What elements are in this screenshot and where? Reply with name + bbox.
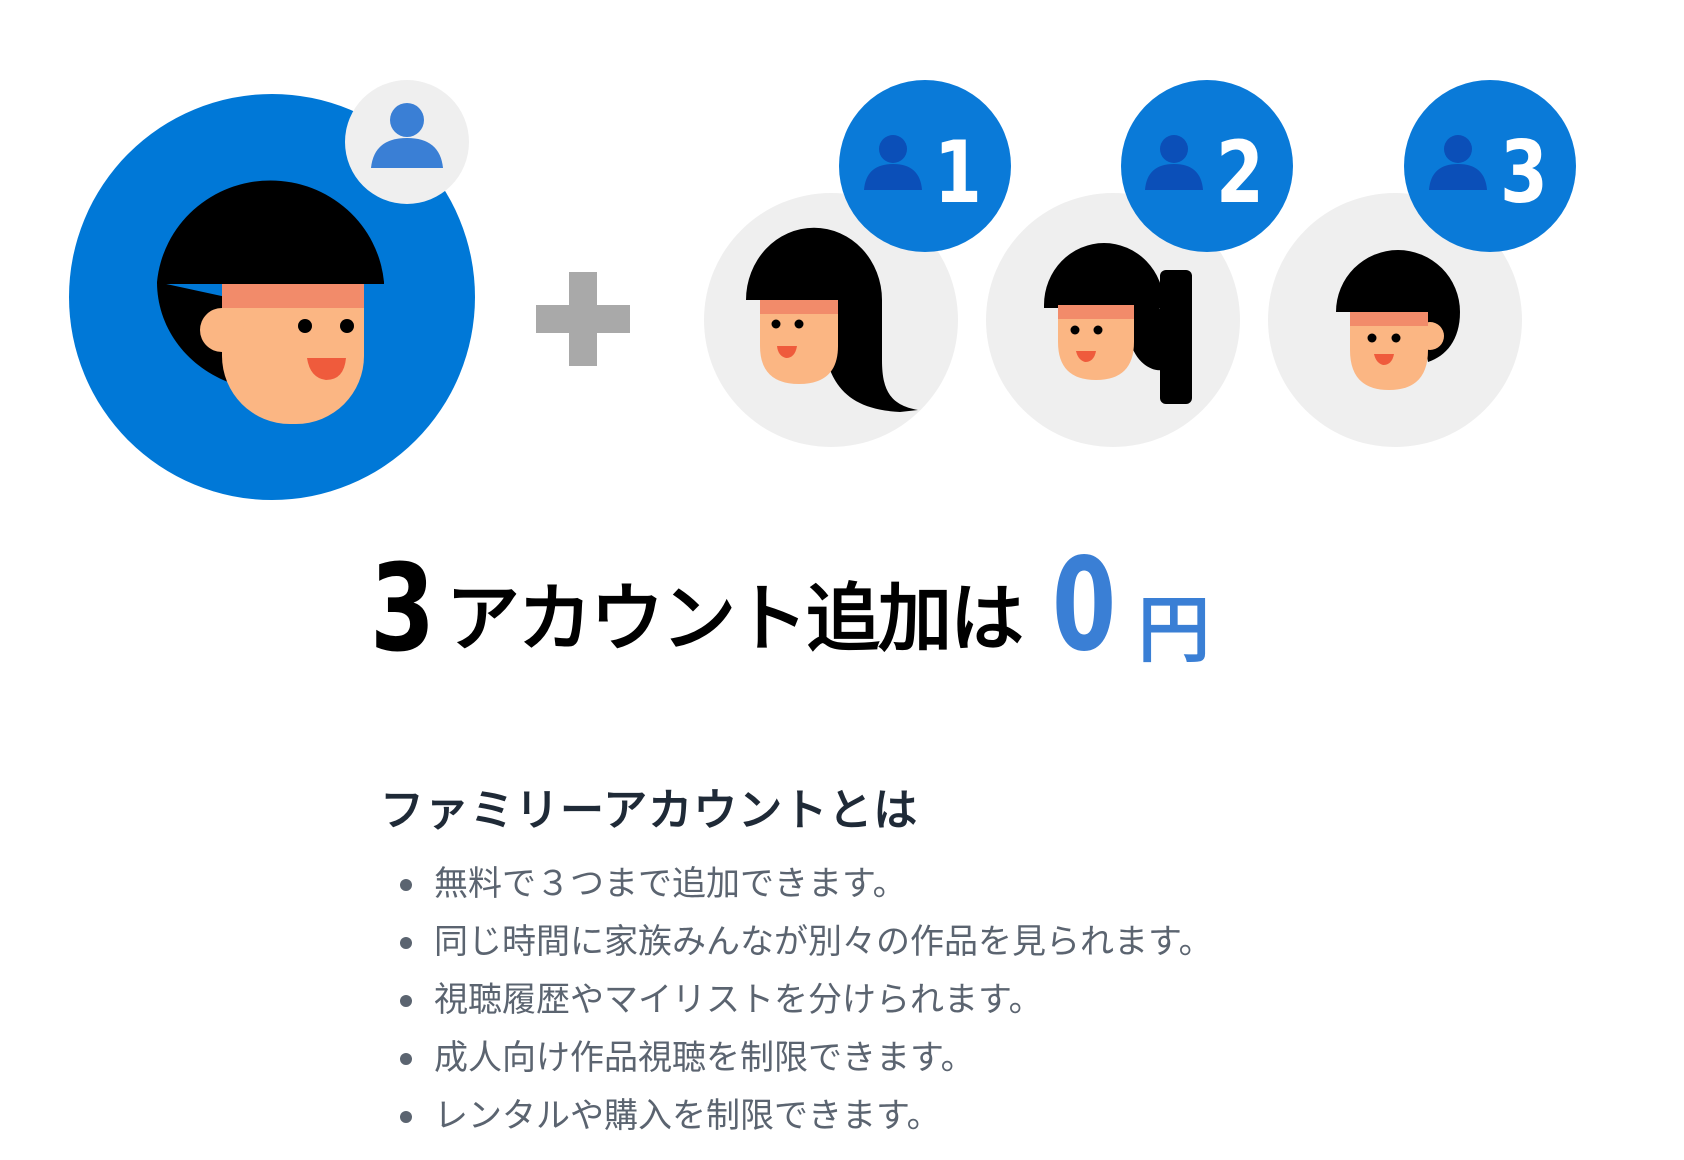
main-account-avatar: [69, 94, 475, 500]
bullet-icon: [400, 1053, 412, 1065]
sub-account-2-avatar: [986, 193, 1240, 447]
sub-account-2-badge: 2: [1121, 80, 1293, 252]
family-account-illustration: 1 2: [69, 80, 1576, 500]
feature-item: 視聴履歴やマイリストを分けられます。: [400, 971, 1213, 1029]
feature-text: 無料で３つまで追加できます。: [434, 864, 907, 904]
sub-account-3-number: 3: [1500, 124, 1548, 223]
feature-item: 同じ時間に家族みんなが別々の作品を見られます。: [400, 913, 1213, 971]
feature-text: 視聴履歴やマイリストを分けられます。: [434, 980, 1043, 1020]
headline-count: 3: [370, 540, 436, 679]
feature-item: 無料で３つまで追加できます。: [400, 855, 1213, 913]
sub-account-3-avatar: [1268, 193, 1522, 447]
headline: 3 アカウント追加は 0 円: [370, 530, 1210, 670]
sub-account-3-badge: 3: [1404, 80, 1576, 252]
bullet-icon: [400, 995, 412, 1007]
feature-text: 同じ時間に家族みんなが別々の作品を見られます。: [434, 922, 1213, 962]
feature-text: レンタルや購入を制限できます。: [434, 1096, 941, 1136]
headline-text: アカウント追加は: [446, 576, 1024, 662]
bullet-icon: [400, 937, 412, 949]
info-title: ファミリーアカウントとは: [380, 785, 919, 836]
bullet-icon: [400, 1111, 412, 1123]
feature-list: 無料で３つまで追加できます。 同じ時間に家族みんなが別々の作品を見られます。 視…: [400, 855, 1213, 1145]
sub-account-1-avatar: [704, 193, 958, 447]
feature-item: 成人向け作品視聴を制限できます。: [400, 1029, 1213, 1087]
feature-item: レンタルや購入を制限できます。: [400, 1087, 1213, 1145]
bullet-icon: [400, 879, 412, 891]
sub-account-1-number: 1: [934, 124, 982, 223]
main-account-user-icon: [345, 80, 469, 204]
sub-account-2-number: 2: [1216, 124, 1264, 223]
plus-icon: [536, 272, 630, 366]
headline-currency: 円: [1138, 588, 1211, 672]
feature-text: 成人向け作品視聴を制限できます。: [434, 1038, 975, 1078]
sub-account-1-badge: 1: [839, 80, 1011, 252]
headline-price: 0: [1052, 531, 1117, 680]
